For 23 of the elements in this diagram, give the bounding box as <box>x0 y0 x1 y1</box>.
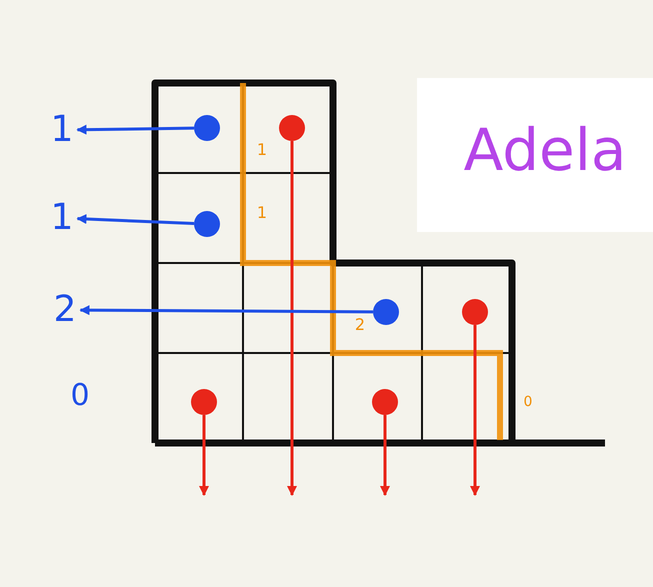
row-number: 1 <box>50 200 74 236</box>
path-count: 2 <box>354 317 366 333</box>
arrow <box>76 214 194 225</box>
row-number: 0 <box>70 381 90 411</box>
dot <box>462 299 488 325</box>
arrow <box>470 325 480 496</box>
dot <box>194 115 220 141</box>
dot <box>279 115 305 141</box>
dot <box>372 389 398 415</box>
dot <box>191 389 217 415</box>
handwritten-name: Adela <box>464 121 626 179</box>
dot <box>194 211 220 237</box>
dot <box>373 299 399 325</box>
arrow <box>287 141 297 496</box>
path-count: 0 <box>524 395 532 409</box>
arrow <box>79 305 373 316</box>
row-number: 2 <box>54 292 76 328</box>
arrow <box>199 415 209 496</box>
arrow <box>76 124 194 135</box>
arrow <box>380 415 390 496</box>
path-count: 1 <box>256 205 268 221</box>
row-number: 1 <box>50 112 74 148</box>
path-count: 1 <box>256 142 268 158</box>
